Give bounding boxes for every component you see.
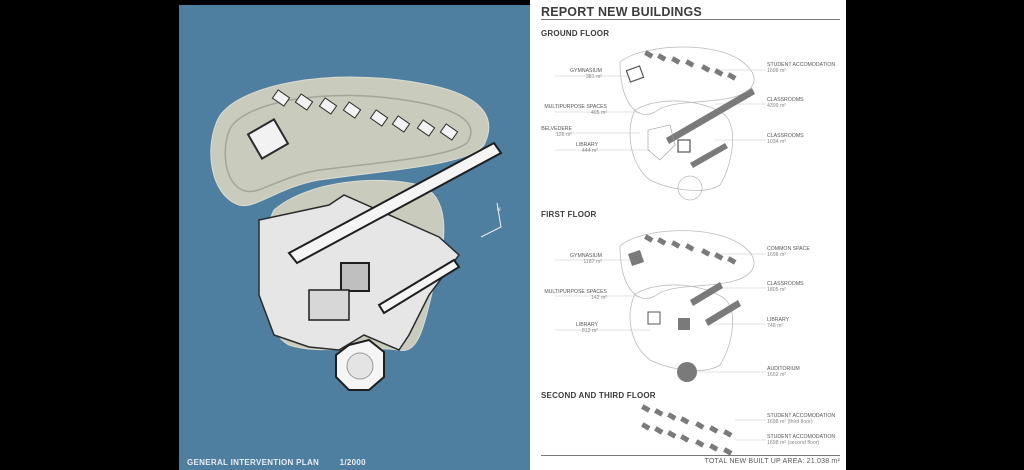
plan-scale: 1/2000 <box>339 458 366 467</box>
courtyard <box>340 262 370 292</box>
floor-plans-drawing <box>555 46 766 456</box>
north-island <box>210 76 490 207</box>
intervention-plan-panel: N GENERAL INTERVENTION PLAN 1/2000 <box>179 5 530 470</box>
first-floor-plan <box>619 230 755 382</box>
first-floor-gym <box>628 250 644 266</box>
first-floor-heading: FIRST FLOOR <box>541 210 597 219</box>
accommodation-blocks <box>271 89 459 141</box>
gymnasium-building <box>246 118 290 160</box>
upper-label-accommodation-third: STUDENT ACCOMODATION 1698 m² (third floo… <box>767 413 836 425</box>
site-plan-drawing: N <box>210 76 503 391</box>
upper-label-accommodation-second: STUDENT ACCOMODATION 1698 m² (second flo… <box>767 434 836 446</box>
ground-floor-plan <box>619 46 755 201</box>
footer-divider <box>541 455 840 456</box>
upper-floor-plan <box>641 404 733 456</box>
plan-caption: GENERAL INTERVENTION PLAN 1/2000 <box>187 458 384 467</box>
title-divider <box>541 19 840 20</box>
north-arrow: N <box>480 202 502 238</box>
island-path <box>224 94 472 193</box>
report-title: REPORT NEW BUILDINGS <box>541 5 702 19</box>
plan-title: GENERAL INTERVENTION PLAN <box>187 458 320 467</box>
total-built-area: TOTAL NEW BUILT UP AREA: 21.038 m² <box>704 458 840 465</box>
library-block <box>308 289 350 321</box>
upper-floor-heading: SECOND AND THIRD FLOOR <box>541 391 656 400</box>
svg-text:N: N <box>497 207 501 213</box>
classroom-bar-lower <box>377 258 461 315</box>
classroom-bar <box>287 141 503 265</box>
leader-lines <box>555 69 766 441</box>
report-panel: REPORT NEW BUILDINGS <box>530 0 846 470</box>
ground-floor-heading: GROUND FLOOR <box>541 29 610 38</box>
